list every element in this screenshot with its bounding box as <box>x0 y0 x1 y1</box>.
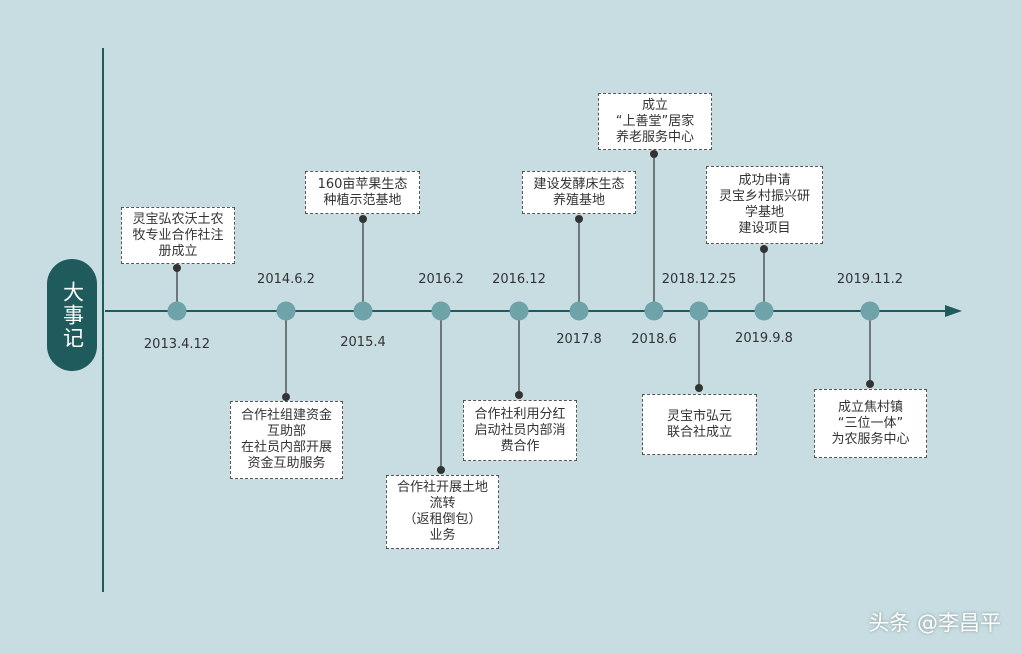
connector-end-dot <box>515 391 523 399</box>
connector-end-dot <box>282 393 290 401</box>
timeline-node <box>860 301 880 321</box>
timeline-node <box>353 301 373 321</box>
connector-end-dot <box>760 245 768 253</box>
event-description-box: 成立焦村镇 “三位一体” 为农服务中心 <box>814 389 927 458</box>
event-description-box: 建设发酵床生态 养殖基地 <box>522 171 636 214</box>
event-date: 2018.12.25 <box>661 272 737 287</box>
event-description-box: 成功申请 灵宝乡村振兴研 学基地 建设项目 <box>706 166 823 244</box>
connector-end-dot <box>359 215 367 223</box>
connector-end-dot <box>650 150 658 158</box>
event-date: 2019.9.8 <box>735 331 793 346</box>
event-date: 2019.11.2 <box>836 272 904 287</box>
timeline-node <box>569 301 589 321</box>
event-date: 2016.12 <box>492 272 546 287</box>
connector-end-dot <box>575 215 583 223</box>
event-description-box: 合作社开展土地 流转 （返租倒包） 业务 <box>386 475 499 549</box>
event-date: 2017.8 <box>556 332 602 347</box>
event-date: 2013.4.12 <box>143 337 211 352</box>
timeline-arrowhead <box>945 305 962 317</box>
event-date: 2018.6 <box>631 332 677 347</box>
timeline-node <box>644 301 664 321</box>
side-title: 大事记 <box>60 280 85 350</box>
event-description-box: 成立 “上善堂”居家 养老服务中心 <box>598 93 712 150</box>
event-date: 2016.2 <box>418 272 464 287</box>
connector-end-dot <box>695 384 703 392</box>
event-description-box: 合作社利用分红 启动社员内部消 费合作 <box>463 400 577 461</box>
watermark: 头条 @李昌平 <box>868 611 1001 635</box>
timeline-node <box>276 301 296 321</box>
event-description-box: 灵宝市弘元 联合社成立 <box>642 394 757 455</box>
timeline-node <box>509 301 529 321</box>
event-date: 2014.6.2 <box>257 272 315 287</box>
side-title-badge: 大事记 <box>47 259 97 371</box>
event-date: 2015.4 <box>340 335 386 350</box>
timeline-node <box>167 301 187 321</box>
event-description-box: 160亩苹果生态 种植示范基地 <box>305 171 420 214</box>
timeline-node <box>754 301 774 321</box>
timeline-node <box>689 301 709 321</box>
connector-end-dot <box>866 380 874 388</box>
connector-end-dot <box>437 466 445 474</box>
event-description-box: 合作社组建资金 互助部 在社员内部开展 资金互助服务 <box>230 401 343 479</box>
connector-end-dot <box>173 264 181 272</box>
timeline-node <box>431 301 451 321</box>
event-description-box: 灵宝弘农沃土农 牧专业合作社注 册成立 <box>121 207 235 264</box>
